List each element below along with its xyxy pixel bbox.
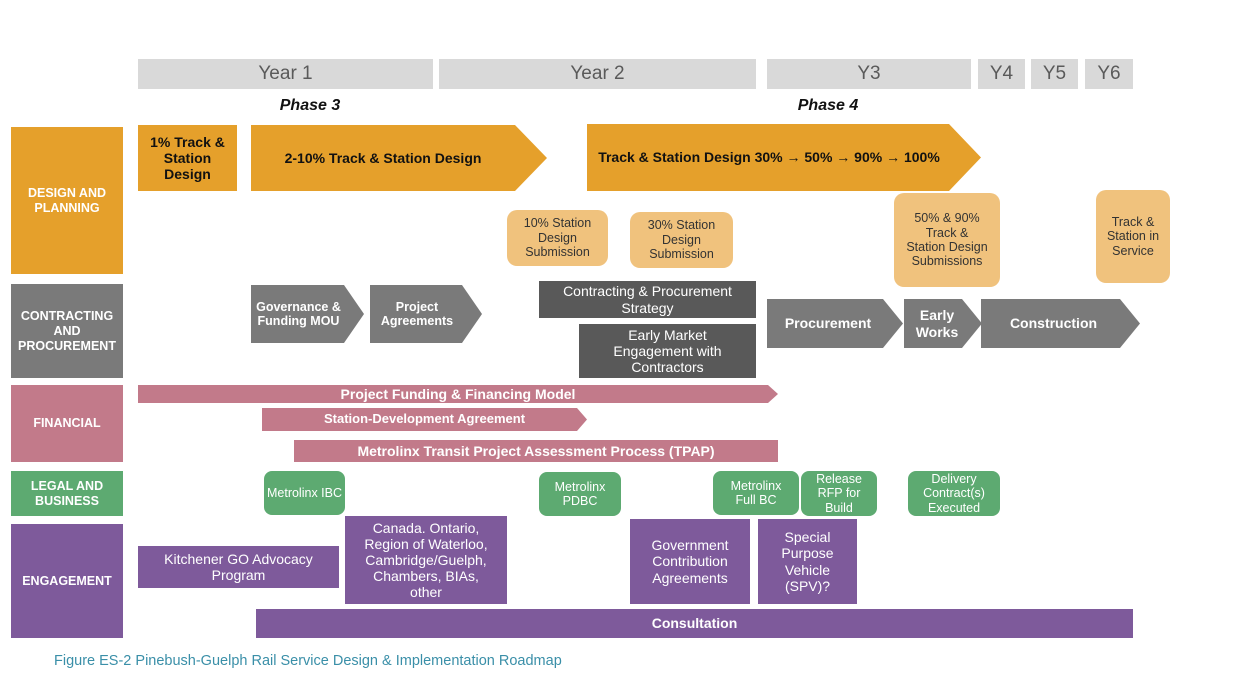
year-5-header: Y5 [1031,59,1078,89]
early-works-arrow: Early Works [904,299,982,348]
track-station-in-service: Track & Station in Service [1096,190,1170,283]
lane-engagement: ENGAGEMENT [11,524,123,638]
year-6-header: Y6 [1085,59,1133,89]
metrolinx-pdbc: Metrolinx PDBC [539,472,621,516]
special-purpose-vehicle: Special Purpose Vehicle (SPV)? [758,519,857,604]
construction-arrow: Construction [981,299,1140,348]
figure-caption: Figure ES-2 Pinebush-Guelph Rail Service… [54,653,562,669]
year-2-header: Year 2 [439,59,756,89]
government-contribution-agreements: Government Contribution Agreements [630,519,750,604]
delivery-contracts-executed: Delivery Contract(s) Executed [908,471,1000,516]
canada-ontario-region-stakeholders: Canada. Ontario, Region of Waterloo, Cam… [345,516,507,604]
phase-3-label: Phase 3 [279,97,341,114]
procurement-arrow: Procurement [767,299,903,348]
lane-legal-business: LEGAL AND BUSINESS [11,471,123,516]
lane-design-planning: DESIGN AND PLANNING [11,127,123,274]
station-30pct-submission: 30% Station Design Submission [630,212,733,268]
phase-4-label: Phase 4 [797,97,859,114]
consultation-bar: Consultation [256,609,1133,638]
project-agreements-arrow: Project Agreements [370,285,482,343]
design-1pct-box: 1% Track & Station Design [138,125,237,191]
metrolinx-full-bc: Metrolinx Full BC [713,471,799,515]
year-3-header: Y3 [767,59,971,89]
year-1-header: Year 1 [138,59,433,89]
design-50-90pct-submissions: 50% & 90% Track & Station Design Submiss… [894,193,1000,287]
design-30-100pct-arrow: Track & Station Design 30% → 50% → 90% →… [587,124,981,191]
station-development-agreement-bar: Station-Development Agreement [262,408,587,431]
tpap-bar: Metrolinx Transit Project Assessment Pro… [294,440,778,462]
metrolinx-ibc: Metrolinx IBC [264,471,345,515]
lane-contracting-procurement: CONTRACTING AND PROCUREMENT [11,284,123,378]
station-10pct-submission: 10% Station Design Submission [507,210,608,266]
governance-funding-mou-arrow: Governance & Funding MOU [251,285,364,343]
release-rfp-for-build: Release RFP for Build [801,471,877,516]
early-market-engagement: Early Market Engagement with Contractors [579,324,756,378]
project-funding-financing-bar: Project Funding & Financing Model [138,385,778,403]
design-2-10pct-arrow: 2-10% Track & Station Design [251,125,547,191]
lane-financial: FINANCIAL [11,385,123,462]
year-4-header: Y4 [978,59,1025,89]
contracting-procurement-strategy: Contracting & Procurement Strategy [539,281,756,318]
kitchener-go-advocacy-program: Kitchener GO Advocacy Program [138,546,339,588]
